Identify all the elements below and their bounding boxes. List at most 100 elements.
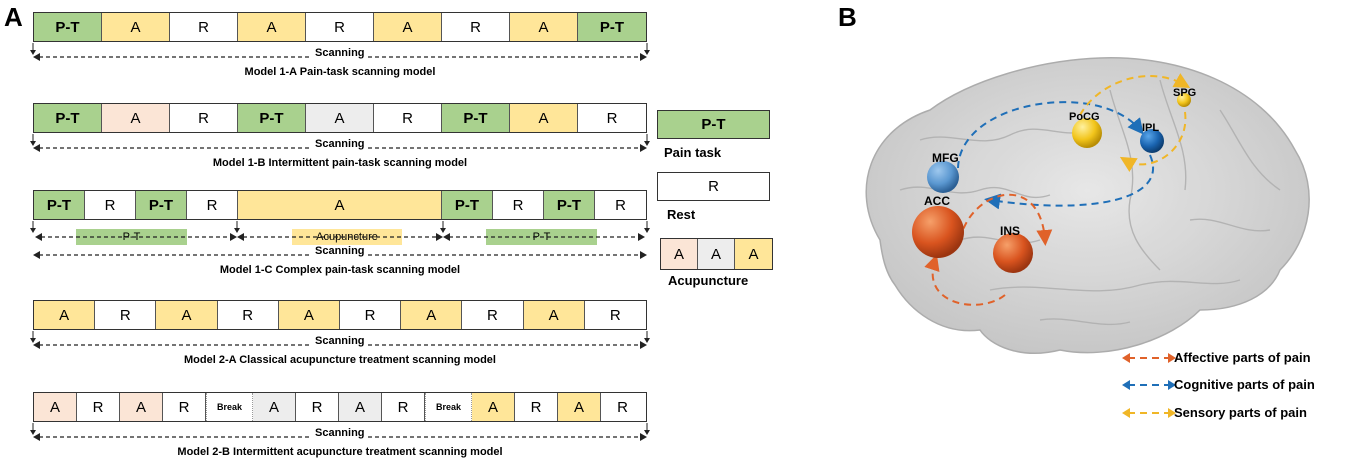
block-cell: R bbox=[77, 393, 120, 421]
pocg-label: PoCG bbox=[1069, 111, 1100, 123]
pocg-sphere bbox=[1072, 118, 1102, 148]
block-cell: R bbox=[374, 104, 442, 132]
mfg-label: MFG bbox=[932, 151, 959, 165]
block-cell: R bbox=[296, 393, 339, 421]
block-cell: A bbox=[238, 13, 306, 41]
scanning-label: Scanning bbox=[312, 427, 368, 439]
block-cell: A bbox=[120, 393, 163, 421]
ipl-sphere bbox=[1140, 129, 1164, 153]
brain-legend-arrows bbox=[1122, 353, 1176, 418]
block-cell: R bbox=[85, 191, 136, 219]
block-cell: R bbox=[595, 191, 646, 219]
block-cell: R bbox=[95, 301, 157, 329]
tick-arrow bbox=[234, 220, 240, 233]
block-cell: R bbox=[187, 191, 238, 219]
legend-r-label: Rest bbox=[667, 207, 696, 222]
legend-cognitive: Cognitive parts of pain bbox=[1174, 377, 1315, 392]
block-cell: A bbox=[34, 393, 77, 421]
legend-a-yellow: A bbox=[735, 239, 772, 269]
tick-arrow bbox=[644, 133, 650, 146]
scanning-label: Scanning bbox=[312, 335, 368, 347]
block-cell: P-T bbox=[578, 13, 646, 41]
scanning-label: Scanning bbox=[312, 245, 368, 257]
block-cell: A bbox=[510, 104, 578, 132]
bar-acupuncture: Acupuncture bbox=[292, 229, 402, 245]
legend-a-boxes: A A A bbox=[660, 238, 773, 270]
block-cell: P-T bbox=[34, 13, 102, 41]
block-cell: R bbox=[306, 13, 374, 41]
brain-outline bbox=[865, 57, 1310, 354]
block-cell: A bbox=[34, 301, 96, 329]
tick-arrow bbox=[644, 220, 650, 233]
block-cell: A bbox=[156, 301, 218, 329]
model-caption: Model 2-A Classical acupuncture treatmen… bbox=[184, 354, 496, 366]
block-cell: A bbox=[401, 301, 463, 329]
block-cell: A bbox=[306, 104, 374, 132]
model-caption: Model 1-C Complex pain-task scanning mod… bbox=[219, 264, 461, 276]
legend-a-label: Acupuncture bbox=[668, 273, 749, 288]
block-cell: A bbox=[374, 13, 442, 41]
block-cell: R bbox=[442, 13, 510, 41]
legend-pt-label: Pain task bbox=[664, 145, 722, 160]
block-cell: R bbox=[578, 104, 646, 132]
brain-diagram: MFG ACC INS PoCG IPL SPG bbox=[865, 57, 1310, 354]
tick-arrow bbox=[30, 42, 36, 55]
tick-arrow bbox=[440, 220, 446, 233]
model-caption: Model 1-A Pain-task scanning model bbox=[244, 66, 436, 78]
tick-arrow bbox=[30, 220, 36, 233]
block-cell: R bbox=[515, 393, 558, 421]
block-cell: R bbox=[170, 104, 238, 132]
block-cell: R bbox=[462, 301, 524, 329]
spg-label: SPG bbox=[1173, 87, 1196, 99]
block-cell: A bbox=[253, 393, 296, 421]
scanning-label: Scanning bbox=[312, 47, 368, 59]
block-cell: P-T bbox=[34, 104, 102, 132]
block-cell: P-T bbox=[136, 191, 187, 219]
tick-arrow bbox=[644, 330, 650, 343]
block-cell: A bbox=[102, 104, 170, 132]
scanning-label: Scanning bbox=[312, 138, 368, 150]
block-cell: A bbox=[558, 393, 601, 421]
block-cell: R bbox=[163, 393, 206, 421]
ipl-label: IPL bbox=[1142, 122, 1159, 134]
block-cell: A bbox=[339, 393, 382, 421]
block-cell: P-T bbox=[442, 191, 493, 219]
block-cell: P-T bbox=[34, 191, 85, 219]
legend-sensory: Sensory parts of pain bbox=[1174, 405, 1307, 420]
mfg-sphere bbox=[927, 161, 959, 193]
block-cell: R bbox=[170, 13, 238, 41]
tick-arrow bbox=[30, 422, 36, 435]
legend-pt-box: P-T bbox=[657, 110, 770, 139]
legend-a-gray: A bbox=[698, 239, 735, 269]
block-cell: A bbox=[472, 393, 515, 421]
bar-pt-left: P-T bbox=[76, 229, 187, 245]
block-cell: A bbox=[278, 301, 340, 329]
block-cell: A bbox=[102, 13, 170, 41]
panel-b-label: B bbox=[838, 2, 857, 32]
acc-label: ACC bbox=[924, 194, 950, 208]
block-cell: R bbox=[493, 191, 544, 219]
model-caption: Model 1-B Intermittent pain-task scannin… bbox=[212, 157, 468, 169]
model-caption: Model 2-B Intermittent acupuncture treat… bbox=[177, 446, 503, 458]
tick-arrow bbox=[30, 330, 36, 343]
ins-label: INS bbox=[1000, 224, 1020, 238]
spg-sphere bbox=[1177, 93, 1191, 107]
block-cell: R bbox=[217, 301, 279, 329]
tick-arrow bbox=[644, 42, 650, 55]
scan-arrow bbox=[35, 230, 237, 244]
block-cell: R bbox=[382, 393, 425, 421]
panel-a-label: A bbox=[4, 2, 23, 32]
scan-arrow bbox=[237, 230, 443, 244]
block-cell: R bbox=[339, 301, 402, 329]
block-cell: A bbox=[510, 13, 578, 41]
legend-a-pink: A bbox=[661, 239, 698, 269]
block-cell: A bbox=[523, 301, 585, 329]
tick-arrow bbox=[644, 422, 650, 435]
acc-sphere bbox=[912, 206, 964, 258]
block-cell: P-T bbox=[238, 104, 306, 132]
legend-affective: Affective parts of pain bbox=[1174, 350, 1311, 365]
